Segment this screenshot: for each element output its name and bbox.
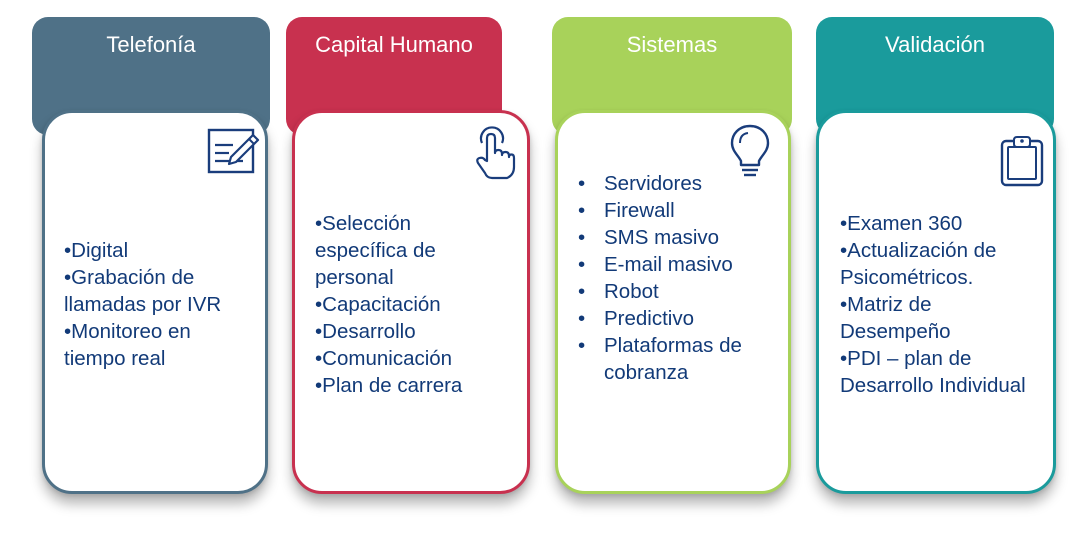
list-item: •Digital (64, 239, 129, 262)
column-title: Capital Humano (315, 32, 473, 57)
column-title: Sistemas (626, 32, 718, 57)
item-list: Servidores Firewall SMS masivo E-mail ma… (578, 170, 778, 386)
column-title: Telefonía (106, 32, 196, 57)
list-item: •Capacitación (315, 293, 441, 316)
list-item: Desarrollo Individual (840, 374, 1026, 397)
list-item: •Desarrollo (315, 320, 416, 343)
list-item: •Matriz de (840, 293, 932, 316)
list-item: específica de (315, 239, 436, 262)
list-item: E-mail masivo (578, 251, 778, 278)
list-item: Psicométricos. (840, 266, 974, 289)
item-list: •Digital •Grabación de llamadas por IVR … (64, 237, 221, 372)
list-item: •Examen 360 (840, 212, 963, 235)
list-item: Robot (578, 278, 778, 305)
list-item: SMS masivo (578, 224, 778, 251)
card-capital-humano: •Selección específica de personal •Capac… (292, 110, 530, 494)
list-item: Plataformas de cobranza (578, 332, 778, 386)
list-item: llamadas por IVR (64, 293, 222, 316)
card-telefonia: •Digital •Grabación de llamadas por IVR … (42, 110, 268, 494)
list-item: •Grabación de (64, 266, 195, 289)
list-item: Firewall (578, 197, 778, 224)
list-item: •Monitoreo en (64, 320, 191, 343)
list-item: Desempeño (840, 320, 951, 343)
list-item: personal (315, 266, 394, 289)
item-list: •Selección específica de personal •Capac… (315, 210, 462, 399)
list-item: tiempo real (64, 347, 166, 370)
clipboard-icon (999, 135, 1045, 187)
list-item: Servidores (578, 170, 778, 197)
edit-note-icon (207, 125, 261, 177)
touch-hand-icon (470, 125, 516, 181)
list-item: •Plan de carrera (315, 374, 463, 397)
item-list: •Examen 360 •Actualización de Psicométri… (840, 210, 1026, 399)
list-item: •Actualización de (840, 239, 997, 262)
card-validacion: •Examen 360 •Actualización de Psicométri… (816, 110, 1056, 494)
list-item: •Selección (315, 212, 412, 235)
list-item: Predictivo (578, 305, 778, 332)
list-item: •Comunicación (315, 347, 453, 370)
column-title: Validación (885, 32, 985, 57)
list-item: •PDI – plan de (840, 347, 972, 370)
card-sistemas: Servidores Firewall SMS masivo E-mail ma… (555, 110, 791, 494)
